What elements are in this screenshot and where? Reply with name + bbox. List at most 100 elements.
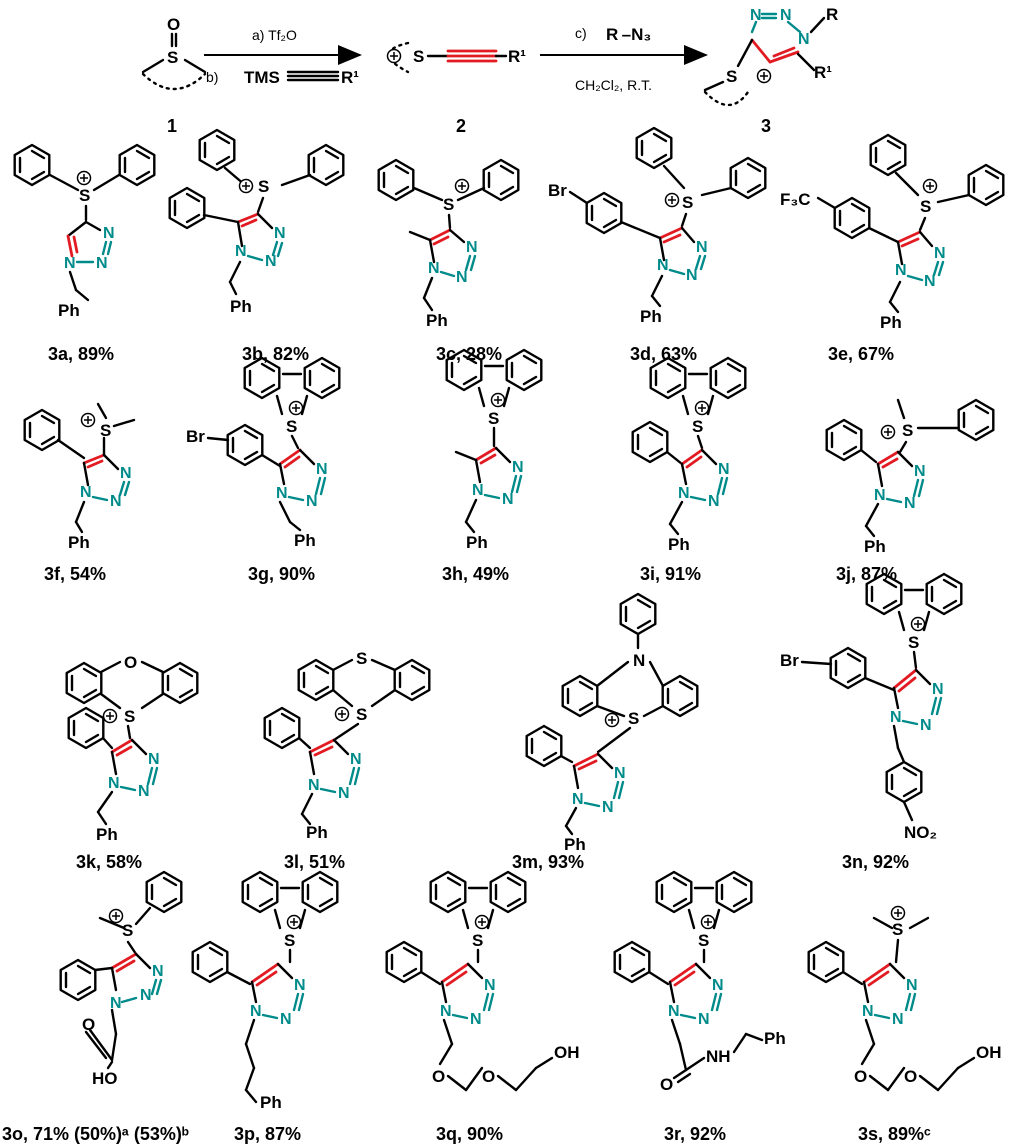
svg-text:Br: Br [186, 427, 205, 446]
compound-label-3q: 3q, 90% [436, 1124, 503, 1144]
compound-3r: S N N N O NH Ph 3r, 92% [613, 872, 786, 1144]
svg-text:N: N [512, 459, 524, 476]
reagent-b: TMS [244, 68, 280, 87]
compound-number-2: 2 [456, 116, 466, 136]
compound-3g: S Br N N N Ph 3g, 90% [186, 358, 339, 584]
svg-text:S: S [413, 47, 424, 66]
compound-3n: S Br N N N NO₂ 3n, 92% [780, 574, 961, 872]
scheme-header: O S 1 a) Tf₂O b) TMS R¹ S R¹ [141, 5, 838, 136]
compound-label-3p: 3p, 87% [234, 1124, 301, 1144]
svg-text:N: N [108, 775, 120, 792]
svg-text:Br: Br [548, 181, 567, 200]
svg-text:S: S [902, 421, 913, 440]
svg-text:N: N [906, 977, 918, 994]
svg-text:O: O [904, 1067, 917, 1086]
svg-text:Ph: Ph [230, 297, 252, 316]
svg-text:N: N [633, 651, 645, 670]
svg-text:S: S [122, 921, 133, 940]
azide-reagent: R –N₃ [606, 25, 651, 44]
svg-text:S: S [100, 421, 111, 440]
svg-text:S: S [628, 709, 639, 728]
svg-text:N: N [904, 495, 916, 512]
compound-3a: S N N N Ph 3a, 89% [13, 143, 156, 364]
svg-text:Ph: Ph [668, 535, 690, 554]
compound-label-3r: 3r, 92% [664, 1124, 726, 1144]
svg-text:Ph: Ph [96, 825, 118, 844]
svg-text:N: N [572, 791, 584, 808]
reagent-b-prefix: b) [206, 69, 218, 85]
svg-text:Ph: Ph [58, 301, 80, 320]
svg-text:S: S [79, 186, 90, 205]
svg-text:Ph: Ph [68, 533, 90, 552]
svg-text:N: N [428, 260, 440, 277]
svg-text:N: N [696, 239, 708, 256]
svg-text:R¹: R¹ [508, 47, 526, 66]
triazolyl-sulfonium-3: N N N R R¹ S [703, 5, 838, 107]
svg-text:N: N [502, 491, 514, 508]
svg-text:N: N [686, 267, 698, 284]
svg-text:N: N [934, 245, 946, 262]
svg-text:N: N [470, 1011, 482, 1028]
compound-label-3s: 3s, 89%ᶜ [858, 1124, 931, 1144]
svg-text:N: N [120, 465, 132, 482]
svg-text:N: N [265, 253, 277, 270]
svg-text:S: S [908, 633, 919, 652]
svg-text:N: N [110, 995, 122, 1012]
svg-text:O: O [660, 1075, 673, 1094]
svg-text:N: N [64, 255, 76, 272]
svg-text:N: N [456, 269, 468, 286]
svg-text:OH: OH [976, 1043, 1002, 1062]
svg-text:N: N [235, 243, 247, 260]
svg-text:N: N [890, 709, 902, 726]
svg-text:N: N [657, 257, 669, 274]
solvent-conditions: CH₂Cl₂, R.T. [575, 77, 652, 93]
svg-text:S: S [682, 193, 693, 212]
svg-text:N: N [892, 1011, 904, 1028]
compound-3b: S N N N Ph 3b, 82% [168, 128, 345, 364]
svg-text:OH: OH [554, 1043, 580, 1062]
svg-text:N: N [750, 7, 762, 24]
svg-text:Ph: Ph [466, 533, 488, 552]
svg-text:N: N [708, 493, 720, 510]
svg-text:N: N [678, 485, 690, 502]
svg-text:Ph: Ph [426, 311, 448, 330]
compound-3h: S N N N Ph 3h, 49% [442, 350, 541, 584]
svg-text:NH: NH [706, 1047, 731, 1066]
svg-text:N: N [924, 273, 936, 290]
svg-text:R¹: R¹ [814, 63, 832, 82]
svg-text:N: N [294, 977, 306, 994]
svg-text:S: S [443, 195, 454, 214]
svg-text:N: N [350, 751, 362, 768]
svg-text:Br: Br [780, 651, 799, 670]
compound-label-3j: 3j, 87% [836, 564, 897, 584]
svg-text:N: N [80, 484, 92, 501]
compound-3e: F₃C S N N N Ph 3e, 67% [780, 133, 1005, 364]
svg-text:N: N [932, 681, 944, 698]
svg-text:N: N [96, 255, 108, 272]
svg-text:S: S [124, 707, 135, 726]
svg-text:N: N [338, 785, 350, 802]
svg-text:N: N [103, 225, 115, 242]
svg-text:HO: HO [92, 1069, 118, 1088]
svg-text:N: N [472, 482, 484, 499]
compound-3p: S N N N Ph 3p, 87% [191, 872, 338, 1144]
compound-label-3n: 3n, 92% [842, 852, 909, 872]
svg-text:S: S [920, 197, 931, 216]
svg-text:N: N [110, 493, 122, 510]
compound-3m: N S N N N Ph 3m, 93% [512, 592, 699, 872]
compound-number-1: 1 [167, 116, 177, 136]
svg-text:N: N [484, 977, 496, 994]
svg-text:Ph: Ph [640, 307, 662, 326]
compound-3k: O S N N N Ph 3k, 58% [65, 653, 199, 872]
compound-label-3d: 3d, 63% [630, 344, 697, 364]
compound-3i: S N N N Ph 3i, 91% [631, 358, 746, 584]
reagent-a: a) Tf₂O [252, 27, 297, 43]
compound-3d: Br S N N N Ph 3d, 63% [548, 126, 767, 364]
compound-3c: S N N N Ph 3c, 28% [377, 158, 520, 364]
compound-label-3l: 3l, 51% [284, 852, 345, 872]
svg-text:Ph: Ph [864, 537, 886, 556]
svg-text:N: N [148, 751, 160, 768]
svg-text:N: N [308, 777, 320, 794]
svg-text:N: N [316, 461, 328, 478]
